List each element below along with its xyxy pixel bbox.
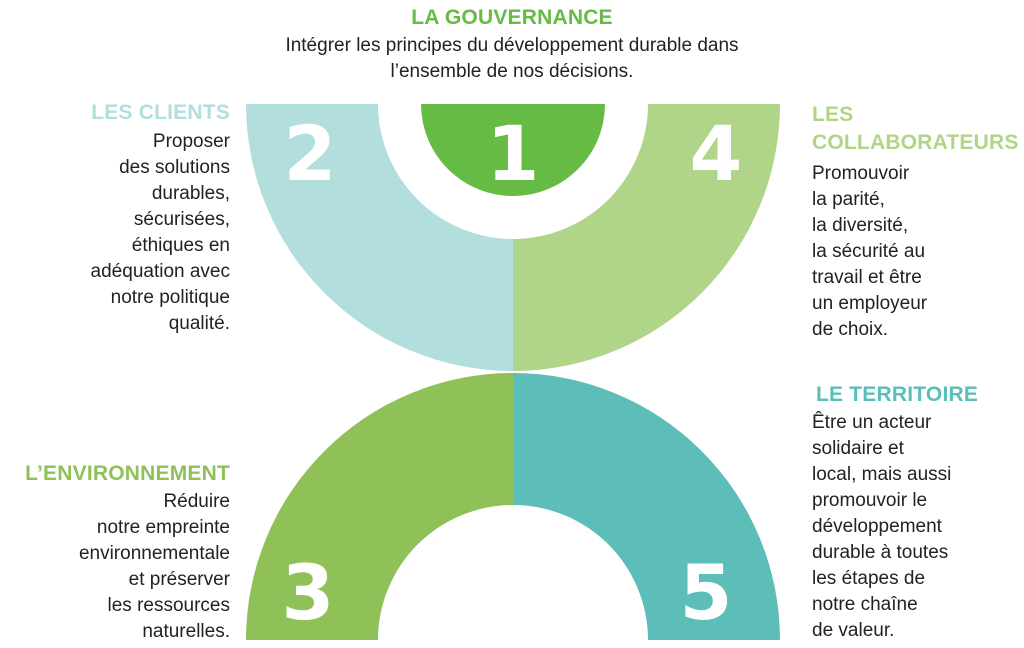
territory-title: LE TERRITOIRE xyxy=(816,383,979,406)
governance-description: Intégrer les principes du développement … xyxy=(285,35,739,82)
territory-number: 5 xyxy=(680,548,733,637)
territory-segment xyxy=(513,373,780,640)
clients-number: 2 xyxy=(284,109,337,198)
clients-description: Proposer des solutions durables, sécuris… xyxy=(90,131,230,334)
governance-title: LA GOUVERNANCE xyxy=(411,6,613,29)
clients-title: LES CLIENTS xyxy=(91,101,230,124)
environment-title: L’ENVIRONNEMENT xyxy=(25,462,230,485)
governance-segment xyxy=(421,104,605,196)
collaborators-number: 4 xyxy=(690,109,743,198)
clients-segment xyxy=(246,104,513,371)
collaborators-title: LES COLLABORATEURS xyxy=(812,103,1019,154)
collaborators-segment xyxy=(513,104,780,371)
territory-description: Être un acteur solidaire et local, mais … xyxy=(812,412,952,641)
environment-number: 3 xyxy=(282,548,335,637)
collaborators-description: Promouvoir la parité, la diversité, la s… xyxy=(812,163,928,340)
environment-description: Réduire notre empreinte environnementale… xyxy=(78,491,230,642)
governance-number: 1 xyxy=(487,109,540,198)
environment-segment xyxy=(246,373,513,640)
